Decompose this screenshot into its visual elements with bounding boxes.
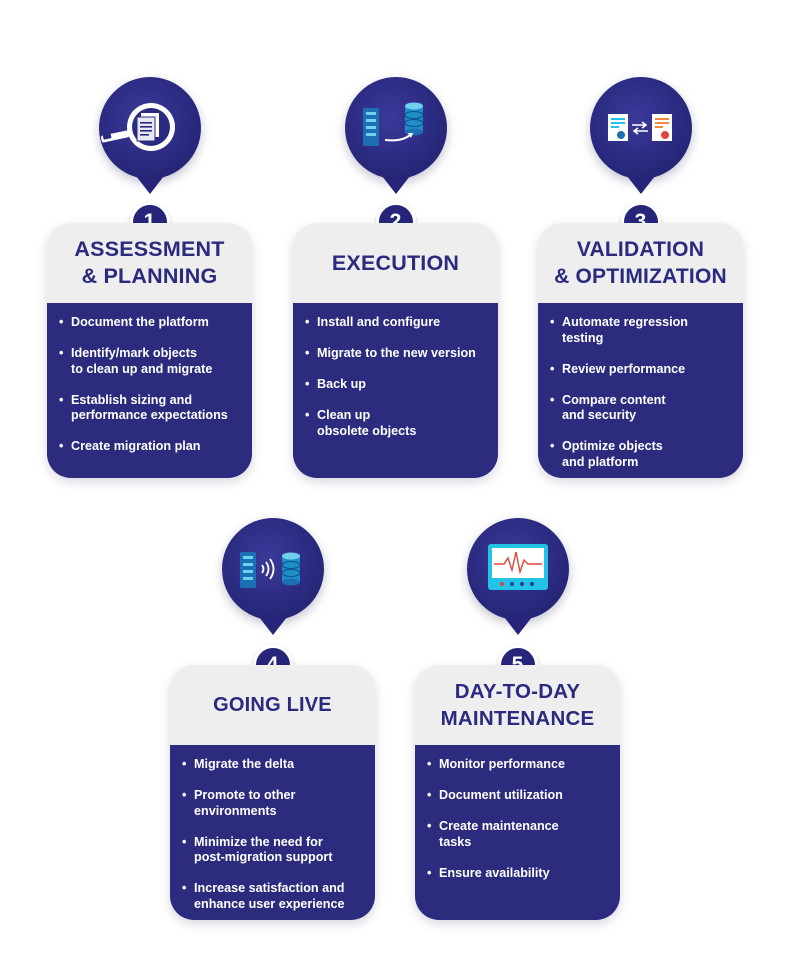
step-2-title-line-1: EXECUTION xyxy=(331,250,460,275)
step-3-card: VALIDATION & OPTIMIZATION Automate regre… xyxy=(538,223,743,478)
step-3-pin-tip xyxy=(626,176,655,194)
list-item: Review performance xyxy=(550,362,737,378)
step-2-pin-tip xyxy=(381,176,410,194)
list-item: Document utilization xyxy=(427,788,614,804)
step-4-pin xyxy=(221,518,324,620)
step-5-pin-tip xyxy=(503,617,532,635)
list-item: Ensure availability xyxy=(427,866,614,882)
step-4-pin-tip xyxy=(258,617,287,635)
monitor-pulse-icon xyxy=(484,540,552,601)
step-3-title-line-2: & OPTIMIZATION xyxy=(554,265,727,288)
server-to-database-icon xyxy=(359,100,431,155)
step-2-title: EXECUTION xyxy=(293,223,498,303)
list-item: Monitor performance xyxy=(427,757,614,773)
step-4-title: GOING LIVE xyxy=(170,665,375,745)
step-3-title-line-1: VALIDATION xyxy=(576,238,705,261)
list-item: Back up xyxy=(305,377,492,393)
list-item: Migrate to the new version xyxy=(305,346,492,362)
step-5-card: DAY-TO-DAY MAINTENANCE Monitor performan… xyxy=(415,665,620,920)
list-item: Create migration plan xyxy=(59,439,246,455)
step-3-pin xyxy=(589,77,692,179)
step-5-title: DAY-TO-DAY MAINTENANCE xyxy=(415,665,620,745)
step-2-card: EXECUTION Install and configure Migrate … xyxy=(293,223,498,478)
step-5-list: Monitor performance Document utilization… xyxy=(415,745,620,920)
list-item: Migrate the delta xyxy=(182,757,369,773)
step-5-title-line-2: MAINTENANCE xyxy=(440,707,595,730)
step-4-list: Migrate the delta Promote to otherenviro… xyxy=(170,745,375,920)
step-2-list: Install and configure Migrate to the new… xyxy=(293,303,498,478)
step-1-title: ASSESSMENT & PLANNING xyxy=(47,223,252,303)
document-scan-icon xyxy=(97,95,201,164)
server-wireless-database-icon xyxy=(236,548,308,597)
step-1-list: Document the platform Identify/mark obje… xyxy=(47,303,252,478)
step-4-title-line-1: GOING LIVE xyxy=(213,693,332,716)
step-1-pin-tip xyxy=(135,176,164,194)
step-2-pin xyxy=(344,77,447,179)
step-3-title: VALIDATION & OPTIMIZATION xyxy=(538,223,743,303)
step-1-card: ASSESSMENT & PLANNING Document the platf… xyxy=(47,223,252,478)
step-1-title-line-2: & PLANNING xyxy=(81,264,218,288)
compare-documents-icon xyxy=(604,110,678,151)
step-4-card: GOING LIVE Migrate the delta Promote to … xyxy=(170,665,375,920)
list-item: Install and configure xyxy=(305,315,492,331)
step-5-title-line-1: DAY-TO-DAY xyxy=(454,680,581,703)
list-item: Document the platform xyxy=(59,315,246,331)
step-1-title-line-1: ASSESSMENT xyxy=(74,237,225,261)
